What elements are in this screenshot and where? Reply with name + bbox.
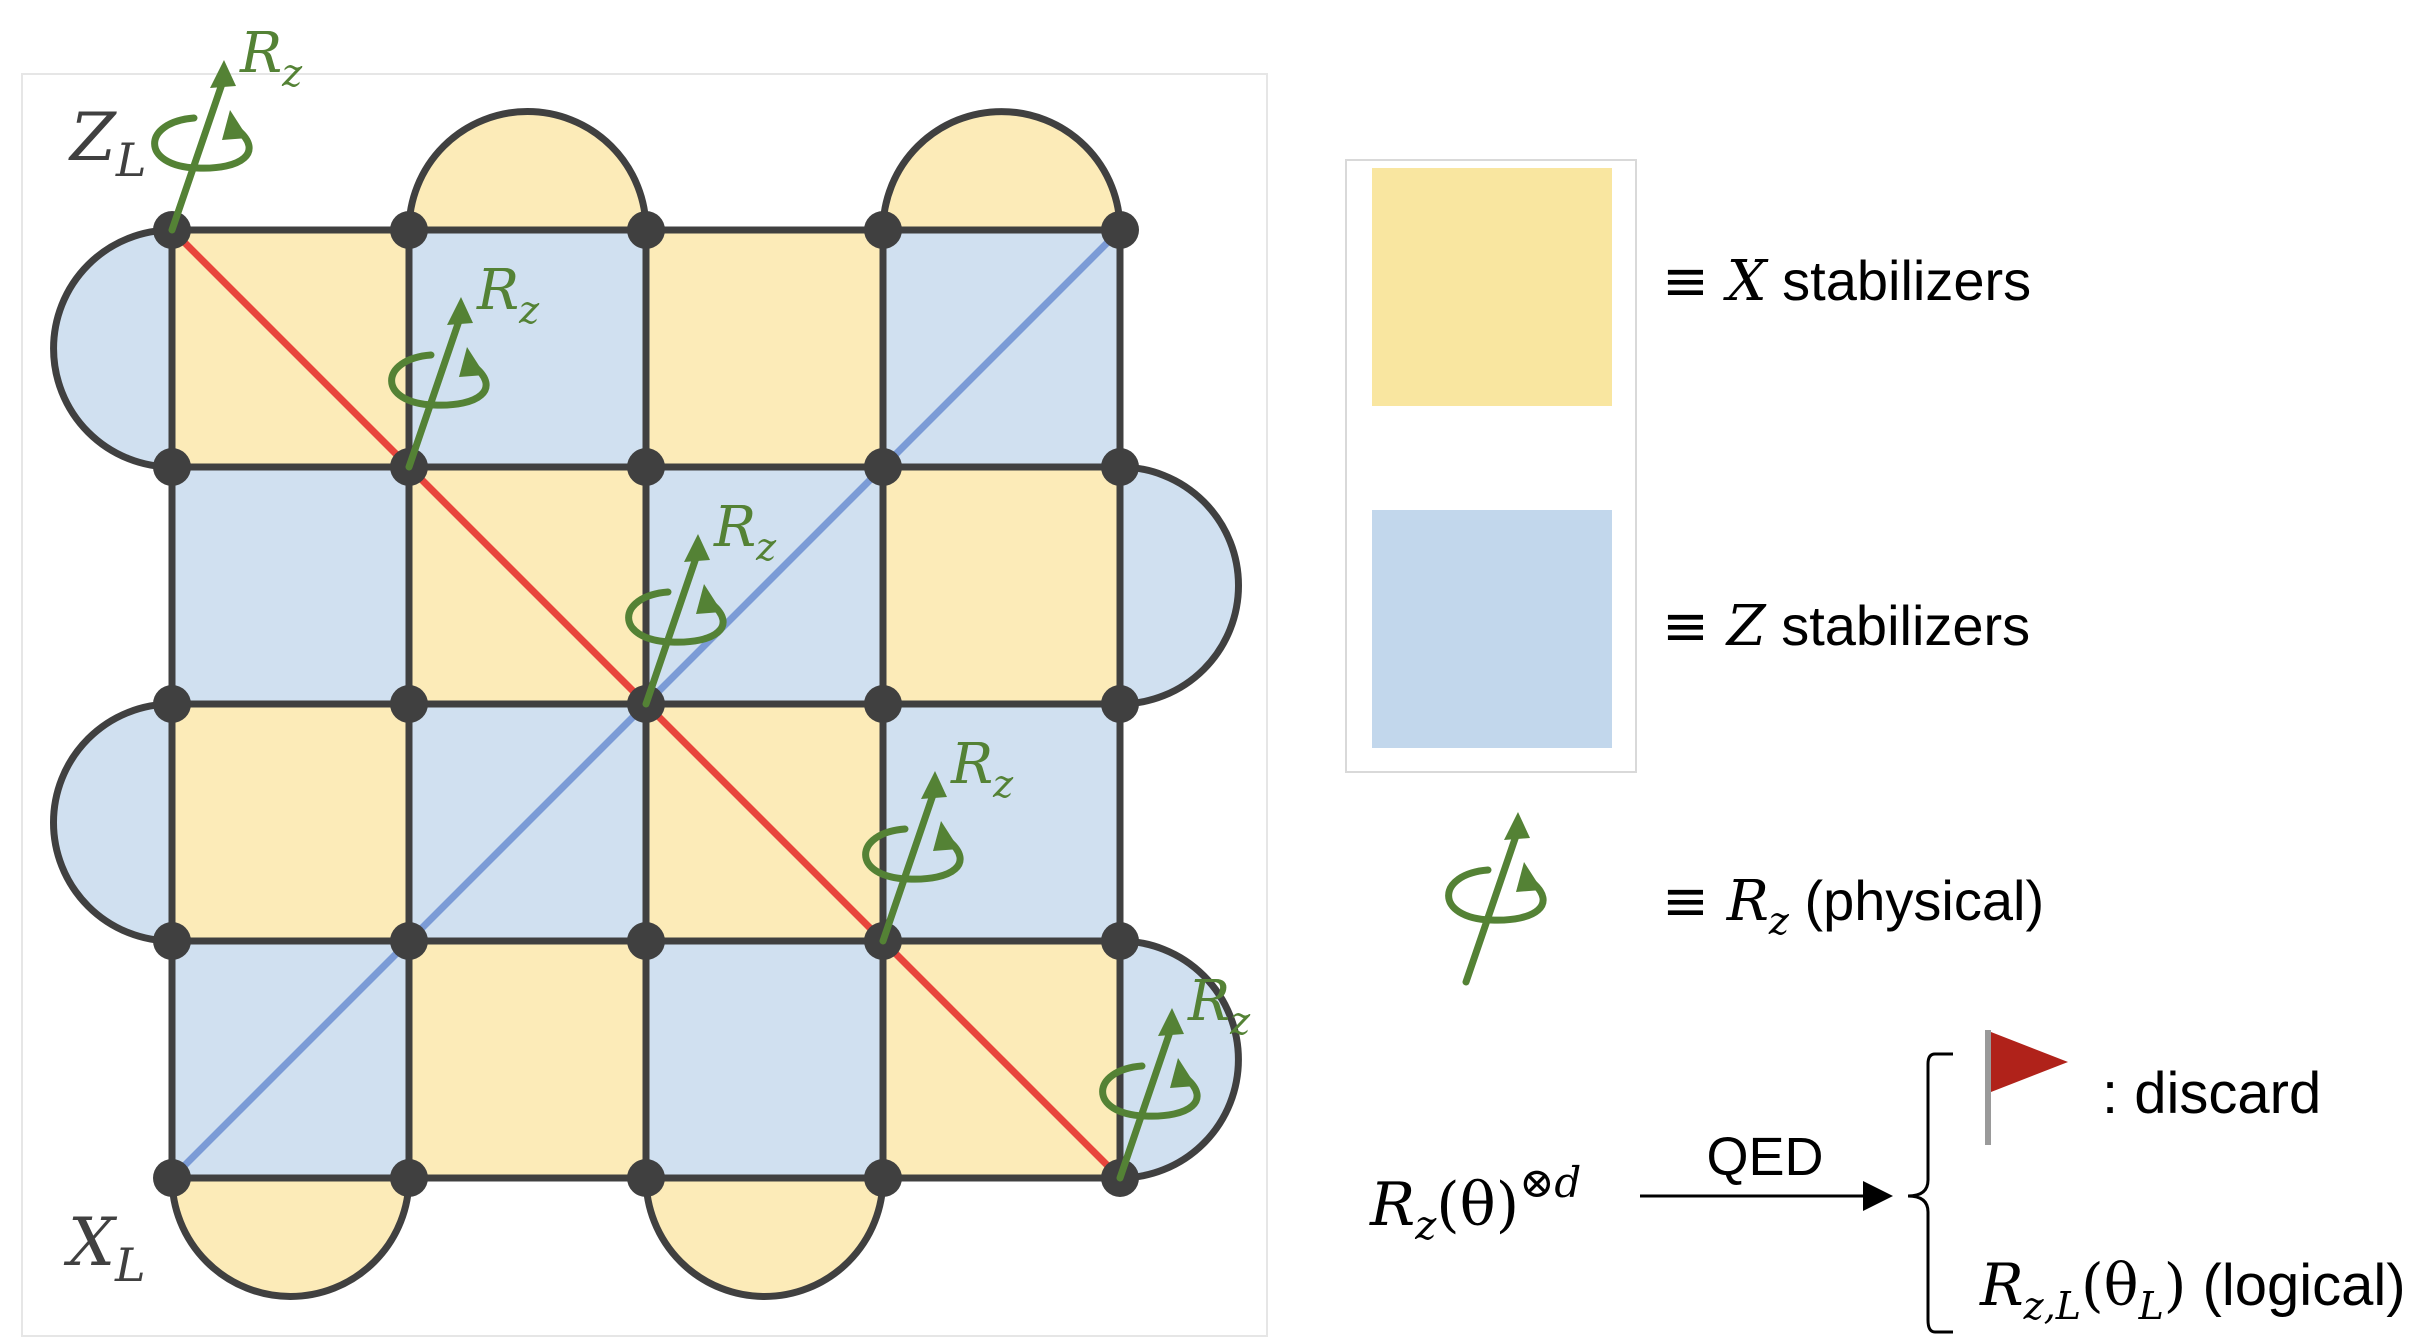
qubit-vertex (153, 685, 191, 723)
x-stabilizer-plaquette (172, 704, 409, 941)
legend-x-text: ≡ X stabilizers (1662, 249, 2031, 314)
qubit-vertex (627, 922, 665, 960)
legend-z-swatch (1372, 510, 1612, 748)
outcome-discard: : discard (2102, 1061, 2321, 1126)
bulk-stabilizers (172, 230, 1120, 1178)
qubit-vertex (627, 448, 665, 486)
rz-label: Rz (1187, 969, 1251, 1043)
legend-z-text: ≡ Z stabilizers (1662, 594, 2030, 659)
boundary-stabilizer-right (1116, 463, 1242, 708)
qubit-vertex (153, 1159, 191, 1197)
qubit-vertex (627, 1159, 665, 1197)
z-stabilizer-plaquette (409, 230, 646, 467)
qubit-vertex (1101, 211, 1139, 249)
legend-rotation-icon (1445, 812, 1547, 986)
protocol-input: Rz(θ)⊗d (1369, 1158, 1581, 1249)
rz-rotation-icon: Rz (862, 732, 1014, 945)
qubit-vertex (390, 922, 428, 960)
qubit-vertex (627, 211, 665, 249)
boundary-stabilizer-left (50, 226, 176, 471)
x-stabilizer-plaquette (646, 230, 883, 467)
rz-label: Rz (239, 21, 303, 95)
discard-flag-icon (1985, 1030, 2068, 1145)
x-logical-label: XL (63, 1204, 146, 1292)
qubit-vertex (1101, 922, 1139, 960)
qubit-vertex (864, 211, 902, 249)
qubit-vertex (864, 685, 902, 723)
boundary-stabilizer-bottom (168, 1174, 413, 1300)
rz-label: Rz (476, 258, 540, 332)
z-logical-label: ZL (68, 99, 146, 187)
rz-rotation-icon: Rz (151, 21, 303, 234)
boundary-stabilizer-top (879, 108, 1124, 234)
rz-rotation-icon: Rz (1099, 969, 1251, 1182)
outcome-logical: Rz,L(θL) (logical) (1979, 1251, 2406, 1328)
rz-rotation-icon: Rz (625, 495, 777, 708)
outcome-brace (1907, 1052, 1953, 1334)
rz-rotation-icon: Rz (388, 258, 540, 471)
boundary-stabilizer-top (405, 108, 650, 234)
rz-label: Rz (950, 732, 1014, 806)
qubit-vertex (864, 1159, 902, 1197)
boundary-stabilizers (50, 108, 1242, 1300)
x-stabilizer-plaquette (883, 467, 1120, 704)
z-stabilizer-plaquette (172, 467, 409, 704)
legend-rz-text: ≡ Rz (physical) (1662, 869, 2044, 943)
qubit-vertex (390, 211, 428, 249)
z-stabilizer-plaquette (883, 704, 1120, 941)
x-stabilizer-plaquette (409, 941, 646, 1178)
qubit-vertex (1101, 448, 1139, 486)
qubit-vertex (153, 922, 191, 960)
data-qubits (153, 211, 1139, 1197)
qubit-vertex (390, 685, 428, 723)
rz-rotation-icon (1445, 812, 1547, 986)
boundary-stabilizer-bottom (642, 1174, 887, 1300)
qubit-vertex (864, 448, 902, 486)
z-stabilizer-plaquette (646, 941, 883, 1178)
legend-x-swatch (1372, 168, 1612, 406)
qubit-vertex (390, 1159, 428, 1197)
qed-label: QED (1706, 1127, 1823, 1187)
qubit-vertex (1101, 685, 1139, 723)
qubit-vertex (153, 448, 191, 486)
boundary-stabilizer-left (50, 700, 176, 945)
rz-label: Rz (713, 495, 777, 569)
